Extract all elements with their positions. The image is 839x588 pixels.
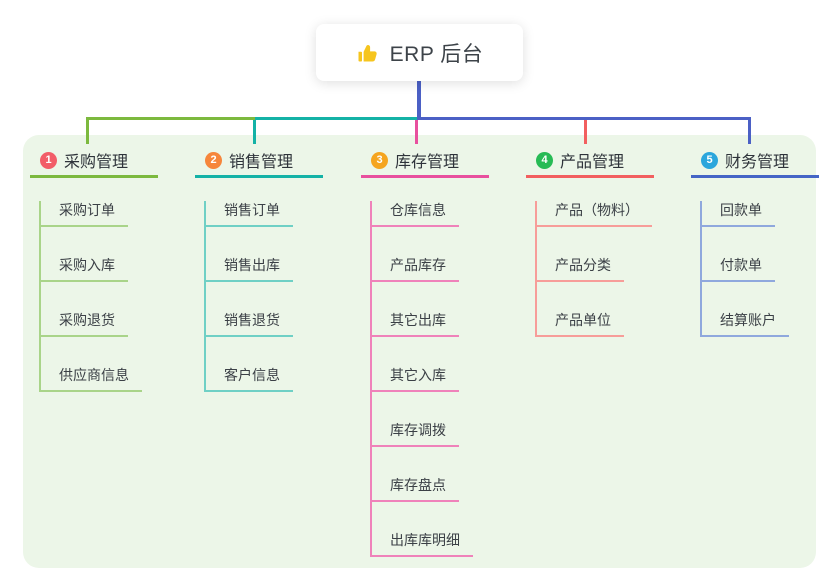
branch-finance: 5 财务管理 回款单 付款单 结算账户 (691, 145, 839, 337)
bus-line-indigo (417, 117, 751, 120)
branch-children: 仓库信息 产品库存 其它出库 其它入库 库存调拨 库存盘点 出库库明细 (370, 201, 473, 557)
branch-2-connector-line (253, 117, 256, 144)
root-node[interactable]: ERP 后台 (316, 24, 523, 81)
branch-node-finance[interactable]: 5 财务管理 (691, 145, 819, 178)
badge-2: 2 (205, 151, 222, 169)
child-node[interactable]: 客户信息 (206, 366, 293, 392)
child-node[interactable]: 其它入库 (372, 366, 459, 392)
child-node[interactable]: 销售出库 (206, 256, 293, 282)
child-node[interactable]: 结算账户 (702, 311, 789, 337)
child-node[interactable]: 付款单 (702, 256, 775, 282)
branch-children: 采购订单 采购入库 采购退货 供应商信息 (39, 201, 142, 392)
bus-line-teal (255, 117, 417, 120)
child-node[interactable]: 采购入库 (41, 256, 128, 282)
badge-4: 4 (536, 151, 553, 169)
child-node[interactable]: 回款单 (702, 201, 775, 227)
mindmap-panel (23, 135, 816, 568)
badge-1: 1 (40, 151, 57, 169)
child-node[interactable]: 产品单位 (537, 311, 624, 337)
branch-title: 产品管理 (560, 154, 625, 171)
branch-node-purchase[interactable]: 1 采购管理 (30, 145, 158, 178)
child-node[interactable]: 采购订单 (41, 201, 128, 227)
branch-sales: 2 销售管理 销售订单 销售出库 销售退货 客户信息 (195, 145, 345, 392)
child-node[interactable]: 库存调拨 (372, 421, 459, 447)
branch-title: 采购管理 (64, 154, 129, 171)
branch-1-connector-line (86, 117, 89, 144)
branch-5-connector-line (748, 117, 751, 144)
branch-children: 产品（物料） 产品分类 产品单位 (535, 201, 652, 337)
branch-node-inventory[interactable]: 3 库存管理 (361, 145, 489, 178)
branch-product: 4 产品管理 产品（物料） 产品分类 产品单位 (526, 145, 676, 337)
branch-title: 库存管理 (395, 154, 460, 171)
branch-node-sales[interactable]: 2 销售管理 (195, 145, 323, 178)
child-node[interactable]: 库存盘点 (372, 476, 459, 502)
child-node[interactable]: 销售订单 (206, 201, 293, 227)
badge-3: 3 (371, 151, 388, 169)
branch-3-connector-line (415, 117, 418, 144)
branch-node-product[interactable]: 4 产品管理 (526, 145, 654, 178)
root-connector-line (417, 81, 421, 118)
bus-line-green (86, 117, 256, 120)
branch-title: 财务管理 (725, 154, 790, 171)
branch-purchase: 1 采购管理 采购订单 采购入库 采购退货 供应商信息 (30, 145, 180, 392)
child-node[interactable]: 产品分类 (537, 256, 624, 282)
child-node[interactable]: 出库库明细 (372, 531, 473, 557)
badge-5: 5 (701, 151, 718, 169)
root-title: ERP 后台 (389, 42, 484, 66)
child-node[interactable]: 采购退货 (41, 311, 128, 337)
child-node[interactable]: 供应商信息 (41, 366, 142, 392)
child-node[interactable]: 产品（物料） (537, 201, 652, 227)
child-node[interactable]: 其它出库 (372, 311, 459, 337)
branch-title: 销售管理 (229, 154, 294, 171)
branch-children: 销售订单 销售出库 销售退货 客户信息 (204, 201, 293, 392)
branch-4-connector-line (584, 117, 587, 144)
thumbs-up-icon (356, 41, 380, 65)
child-node[interactable]: 产品库存 (372, 256, 459, 282)
branch-children: 回款单 付款单 结算账户 (700, 201, 789, 337)
child-node[interactable]: 销售退货 (206, 311, 293, 337)
child-node[interactable]: 仓库信息 (372, 201, 459, 227)
branch-inventory: 3 库存管理 仓库信息 产品库存 其它出库 其它入库 库存调拨 库存盘点 出库库… (361, 145, 511, 557)
